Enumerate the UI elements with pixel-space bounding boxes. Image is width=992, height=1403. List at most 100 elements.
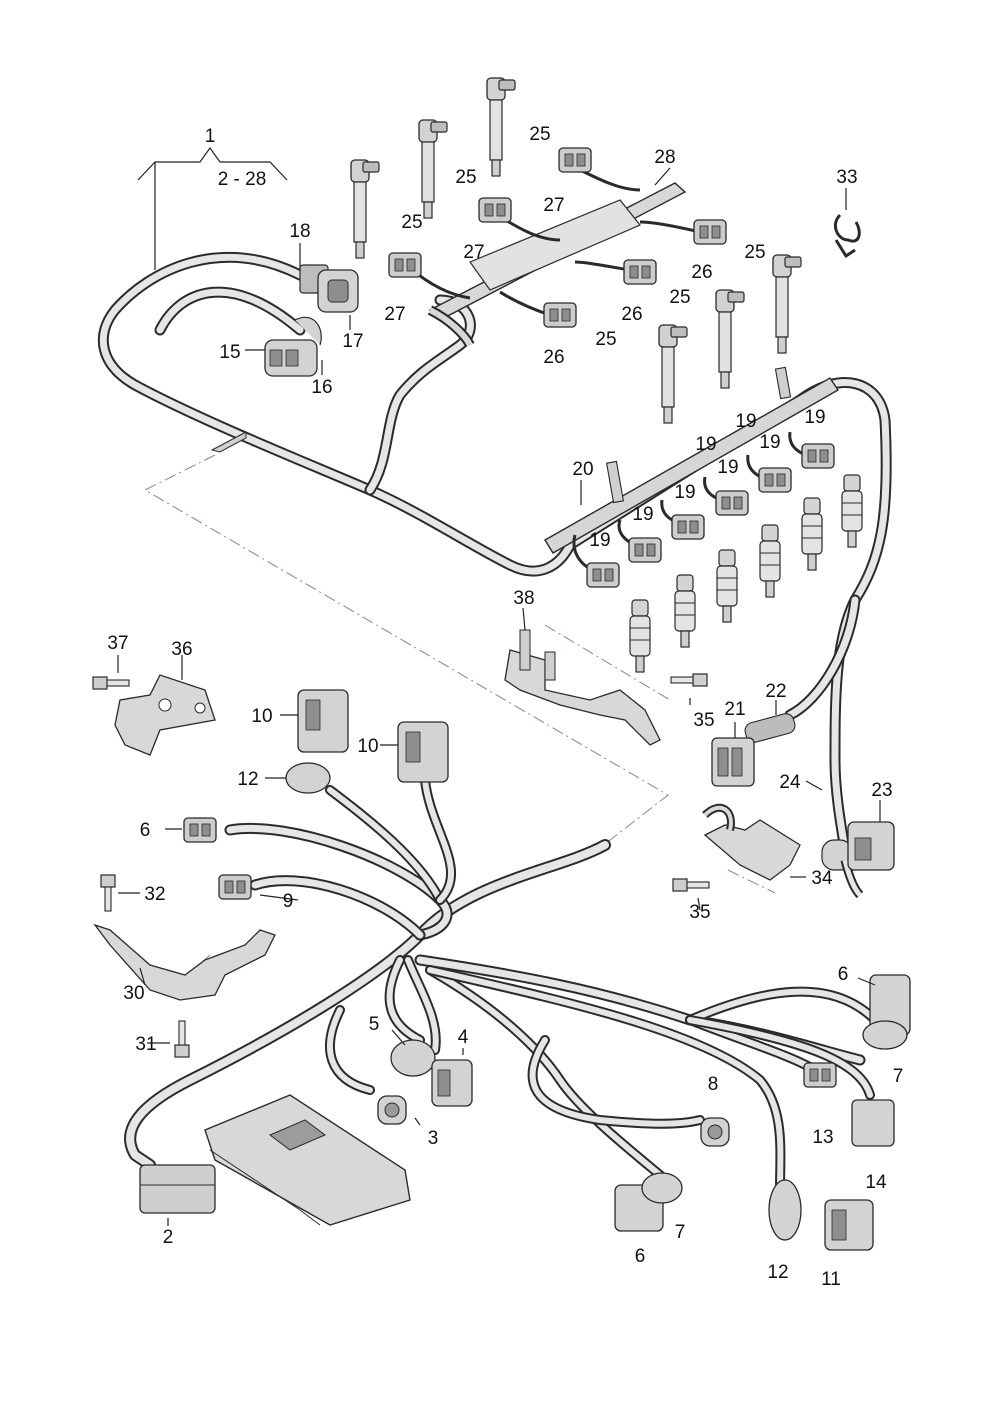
callout-16: 16 <box>311 377 332 398</box>
callout-14: 14 <box>865 1172 887 1193</box>
callout-25d: 25 <box>744 242 765 263</box>
callout-32: 32 <box>144 884 165 905</box>
phantom-line-bracket-38 <box>544 624 671 701</box>
leader-lines <box>117 167 881 1226</box>
callout-23: 23 <box>871 780 892 801</box>
phantom-line-main <box>143 454 669 849</box>
callout-12a: 12 <box>237 769 258 790</box>
bolt-icon <box>92 676 130 690</box>
connector-housing-icon <box>801 443 835 469</box>
group-bracket <box>137 146 288 270</box>
callout-13: 13 <box>812 1127 833 1148</box>
fuel-injector-icon <box>674 574 696 648</box>
callout-19h: 19 <box>695 434 716 455</box>
callout-6b: 6 <box>838 964 849 985</box>
callout-9: 9 <box>283 891 294 912</box>
connector-housing-icon <box>715 490 749 516</box>
connector-housing-icon <box>183 817 217 843</box>
clip-icon <box>834 213 861 259</box>
callout-36: 36 <box>171 639 192 660</box>
connector-housing-icon <box>218 874 252 900</box>
injector-rail-duct <box>544 366 839 554</box>
callout-26c: 26 <box>543 347 564 368</box>
connector-housing-icon <box>586 562 620 588</box>
callout-35a: 35 <box>693 710 714 731</box>
bolt-icon <box>670 673 708 687</box>
connector-housing-icon <box>693 219 727 245</box>
callout-3: 3 <box>428 1128 439 1149</box>
fuel-injector-icon <box>629 599 651 673</box>
ignition-coil-icon <box>418 119 448 219</box>
callout-labels: 1 2 - 28 2 3 4 5 6 6 6 7 7 8 9 10 10 11 … <box>107 124 903 1290</box>
callout-8: 8 <box>708 1074 719 1095</box>
bracket-icon <box>93 923 276 1001</box>
lower-harness <box>124 775 880 1195</box>
bolt-icon <box>174 1020 190 1058</box>
callout-12b: 12 <box>767 1262 788 1283</box>
fuel-injector-icon <box>801 497 823 571</box>
callout-5: 5 <box>369 1014 380 1035</box>
fuel-injector-icon <box>841 474 863 548</box>
connectors-21-23 <box>711 713 895 899</box>
callout-10a: 10 <box>251 706 272 727</box>
brackets <box>93 629 801 1001</box>
connector-housing-icon <box>671 514 705 540</box>
callout-2: 2 <box>163 1227 174 1248</box>
fuel-injector-icon <box>716 549 738 623</box>
callout-19b: 19 <box>632 504 653 525</box>
callout-28: 28 <box>654 147 675 168</box>
connector-housing-icon <box>758 467 792 493</box>
callout-25f: 25 <box>595 329 616 350</box>
phantom-line-bracket-34 <box>727 869 776 894</box>
callout-37: 37 <box>107 633 128 654</box>
coil-pigtails <box>409 163 701 317</box>
bolt-icon <box>100 874 116 912</box>
callout-20: 20 <box>572 459 593 480</box>
callout-18: 18 <box>289 221 310 242</box>
callout-6a: 6 <box>140 820 151 841</box>
callout-range: 2 - 28 <box>218 169 267 190</box>
connector-housing-icon <box>700 1117 730 1147</box>
connector-housing-icon <box>628 537 662 563</box>
connector-housing-icon <box>388 252 422 278</box>
callout-25c: 25 <box>401 212 422 233</box>
connector-housing-icon <box>558 147 592 173</box>
ignition-coil-icon <box>658 324 688 424</box>
callout-27a: 27 <box>543 195 564 216</box>
bracket-icon <box>703 819 801 881</box>
callout-38: 38 <box>513 588 534 609</box>
callout-19f: 19 <box>804 407 825 428</box>
callout-25a: 25 <box>529 124 550 145</box>
callout-19d: 19 <box>717 457 738 478</box>
callout-7a: 7 <box>893 1066 904 1087</box>
callout-27b: 27 <box>463 242 484 263</box>
callout-24: 24 <box>779 772 801 793</box>
control-unit-icon <box>139 1094 411 1226</box>
connector-housing-icon <box>478 197 512 223</box>
ignition-coil-icon <box>350 159 380 259</box>
callout-31: 31 <box>135 1034 156 1055</box>
callout-35b: 35 <box>689 902 710 923</box>
connector-housing-icon <box>623 259 657 285</box>
bolt-icon <box>672 878 710 892</box>
callout-19g: 19 <box>735 411 756 432</box>
coil-rail-duct <box>427 182 687 348</box>
connector-housing-icon <box>377 1095 407 1125</box>
callout-26a: 26 <box>691 262 712 283</box>
ignition-coil-icon <box>715 289 745 389</box>
ignition-coil-icon <box>772 254 802 354</box>
callout-27c: 27 <box>384 304 405 325</box>
ignition-coil-icon <box>486 77 516 177</box>
callout-22: 22 <box>765 681 786 702</box>
callout-7b: 7 <box>675 1222 686 1243</box>
callout-11: 11 <box>821 1269 841 1290</box>
callout-26b: 26 <box>621 304 642 325</box>
callout-19a: 19 <box>589 530 610 551</box>
callout-6c: 6 <box>635 1246 646 1267</box>
bracket-icon <box>114 674 216 756</box>
callout-10b: 10 <box>357 736 378 757</box>
callout-30: 30 <box>123 983 144 1004</box>
callout-33: 33 <box>836 167 857 188</box>
